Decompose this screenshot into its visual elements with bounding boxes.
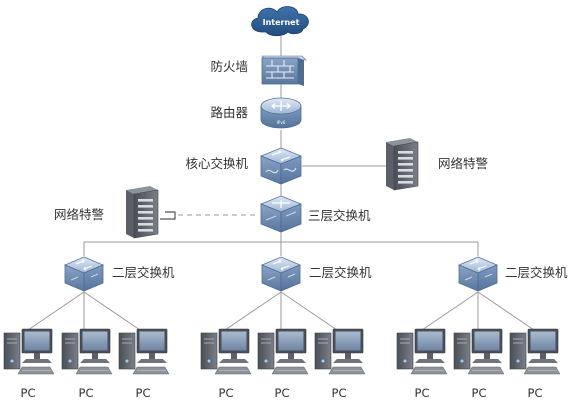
pc-label: PC <box>219 386 234 400</box>
access-group-2: 二层交换机 PC PC PC <box>200 256 372 400</box>
monitor-right-label: 网络特警 <box>438 156 488 171</box>
access-switch-label: 二层交换机 <box>309 265 372 280</box>
pc-label: PC <box>275 386 290 400</box>
firewall-icon <box>261 55 307 86</box>
firewall-label: 防火墙 <box>210 59 248 74</box>
pc-icon <box>118 328 170 375</box>
pc-label: PC <box>21 386 36 400</box>
pc-icon <box>3 328 55 375</box>
monitor-left-node: 网络特警 <box>54 185 176 239</box>
pc-icon <box>61 328 113 375</box>
switch-icon <box>64 256 104 292</box>
monitor-left-label: 网络特警 <box>54 207 104 222</box>
switch-icon <box>458 256 498 292</box>
internet-label: Internet <box>263 18 300 27</box>
monitor-right-node: 网络特警 <box>385 137 488 191</box>
pc-icon <box>314 328 366 375</box>
router-icon: IPv6 <box>260 97 302 129</box>
link-access3-pc3 <box>477 291 535 331</box>
link-access1-pc1 <box>27 291 85 331</box>
core-switch-label: 核心交换机 <box>185 156 248 171</box>
link-access1-pc3 <box>83 291 141 331</box>
link-access2-pc3 <box>280 291 338 331</box>
cloud-icon <box>251 6 309 37</box>
core-switch-node: 核心交换机 <box>185 147 303 185</box>
firewall-node: 防火墙 <box>210 55 307 86</box>
pc-label: PC <box>415 386 430 400</box>
pc-icon <box>509 328 561 375</box>
pc-icon <box>396 328 448 375</box>
pc-label: PC <box>332 386 347 400</box>
switch-icon <box>261 256 301 292</box>
switch-icon <box>259 147 303 185</box>
router-label: 路由器 <box>210 105 248 120</box>
internet-node: Internet <box>251 6 309 37</box>
access-group-3: 二层交换机 PC PC PC <box>396 256 568 400</box>
access-group-1: 二层交换机 PC PC PC <box>3 256 175 400</box>
pc-icon <box>200 328 252 375</box>
access-switch-label: 二层交换机 <box>505 265 568 280</box>
svg-text:IPv6: IPv6 <box>277 120 286 125</box>
pc-icon <box>453 328 505 375</box>
l3-switch-node: 三层交换机 <box>259 195 371 233</box>
pc-label: PC <box>136 386 151 400</box>
l3-switch-label: 三层交换机 <box>308 208 371 223</box>
pc-label: PC <box>79 386 94 400</box>
link-access3-pc1 <box>421 291 479 331</box>
pc-label: PC <box>528 386 543 400</box>
pc-icon <box>257 328 309 375</box>
access-switch-label: 二层交换机 <box>112 265 175 280</box>
pc-label: PC <box>472 386 487 400</box>
connection-lines <box>27 36 535 331</box>
router-node: IPv6 路由器 <box>210 97 302 129</box>
switch-icon <box>259 195 303 233</box>
server-icon <box>125 185 159 239</box>
link-access2-pc1 <box>224 291 282 331</box>
server-icon <box>385 137 419 191</box>
